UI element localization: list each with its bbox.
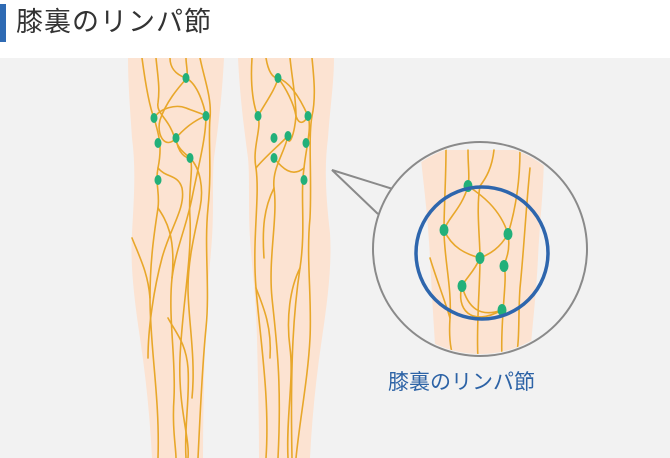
lymph-node — [270, 153, 278, 163]
lymph-node — [497, 304, 507, 316]
lymph-node — [186, 153, 194, 163]
right-leg — [238, 58, 334, 458]
lymph-node — [304, 111, 312, 121]
lymph-node — [254, 111, 262, 121]
title-accent-bar — [0, 4, 6, 42]
lymph-node — [172, 133, 180, 143]
lymph-node — [457, 280, 467, 292]
magnified-lymph-nodes — [439, 180, 513, 316]
lymph-node — [439, 224, 449, 236]
lymph-node — [154, 138, 162, 148]
lymph-node — [150, 113, 158, 123]
callout-pointer — [331, 169, 397, 215]
highlight-circle — [414, 185, 550, 321]
lymph-node — [284, 131, 292, 141]
lymph-node — [499, 260, 509, 272]
knee-lymph-illustration — [0, 58, 670, 458]
lymph-node — [154, 175, 162, 185]
right-leg-lymph-nodes — [254, 73, 312, 185]
lymph-node — [202, 111, 210, 121]
page-title: 膝裏のリンパ節 — [16, 7, 212, 38]
lymph-node — [270, 133, 278, 143]
lymph-node — [274, 73, 282, 83]
magnified-caption: 膝裏のリンパ節 — [388, 370, 535, 394]
lymph-node — [475, 252, 485, 264]
title-bar: 膝裏のリンパ節 — [0, 0, 670, 46]
lymph-node — [300, 175, 308, 185]
magnifier-callout — [331, 141, 588, 357]
lymph-node — [503, 228, 513, 240]
left-leg — [128, 58, 224, 458]
left-leg-lymph-nodes — [150, 73, 210, 185]
lymph-node — [302, 138, 310, 148]
lymph-node — [182, 73, 190, 83]
